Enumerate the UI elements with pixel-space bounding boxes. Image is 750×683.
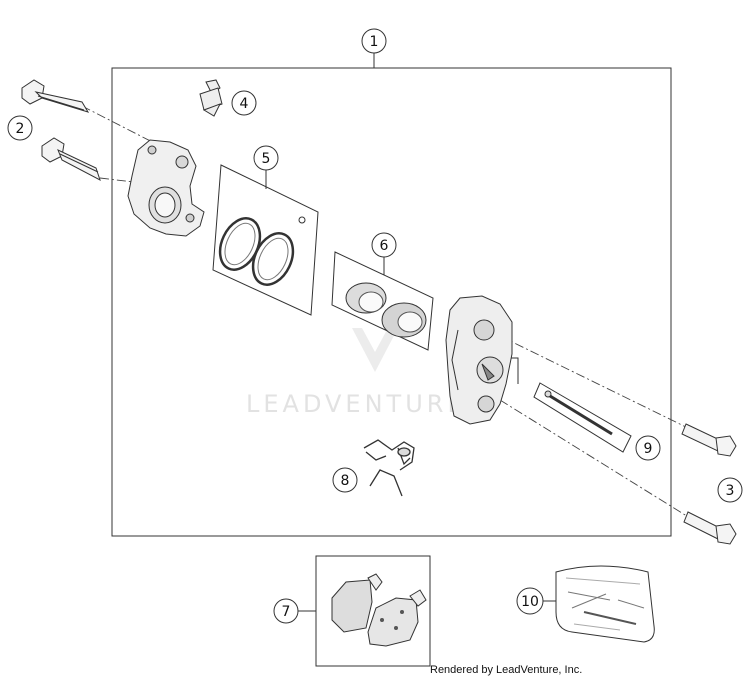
- render-credit: Rendered by LeadVenture, Inc.: [430, 664, 583, 676]
- caliper-bracket: [127, 139, 205, 237]
- callout-8-label: 8: [341, 473, 350, 489]
- callout-10: 10: [516, 587, 544, 615]
- callout-3: 3: [717, 477, 743, 503]
- callout-5-label: 5: [262, 151, 271, 167]
- caliper-bolt-right-lower: [683, 511, 737, 545]
- seal-kit: [212, 164, 319, 316]
- callout-9: 9: [635, 435, 661, 461]
- caliper-body: [445, 295, 513, 425]
- pad-spring: [363, 439, 415, 497]
- pin-kit-leader: [511, 357, 519, 384]
- callout-1-label: 1: [370, 34, 379, 50]
- caliper-bolt-right-upper: [681, 423, 737, 457]
- assembly-frame: [111, 67, 672, 537]
- callout-10-label: 10: [521, 594, 539, 610]
- callout-5: 5: [253, 145, 279, 171]
- watermark-text: LEADVENTURE: [246, 390, 467, 418]
- callout-2: 2: [7, 115, 33, 141]
- callout-1: 1: [361, 28, 387, 54]
- callout-4: 4: [231, 90, 257, 116]
- bleeder-valve: [199, 79, 223, 117]
- callout-6-label: 6: [380, 238, 389, 254]
- piston-kit: [331, 251, 434, 351]
- callout-9-label: 9: [644, 441, 653, 457]
- callout-6: 6: [371, 232, 397, 258]
- callout-2-label: 2: [16, 121, 25, 137]
- brake-pads-set: [315, 555, 431, 667]
- callout-7: 7: [273, 598, 299, 624]
- callout-3-label: 3: [726, 483, 735, 499]
- pad-pin-kit-bag: [555, 565, 655, 643]
- caliper-bolt-lower: [41, 137, 101, 182]
- watermark: LEADVENTURE: [246, 328, 467, 418]
- pin-kit: [533, 382, 632, 453]
- callout-4-label: 4: [240, 96, 249, 112]
- caliper-bolt-upper: [21, 79, 90, 113]
- callout-8: 8: [332, 467, 358, 493]
- callout-7-label: 7: [282, 604, 291, 620]
